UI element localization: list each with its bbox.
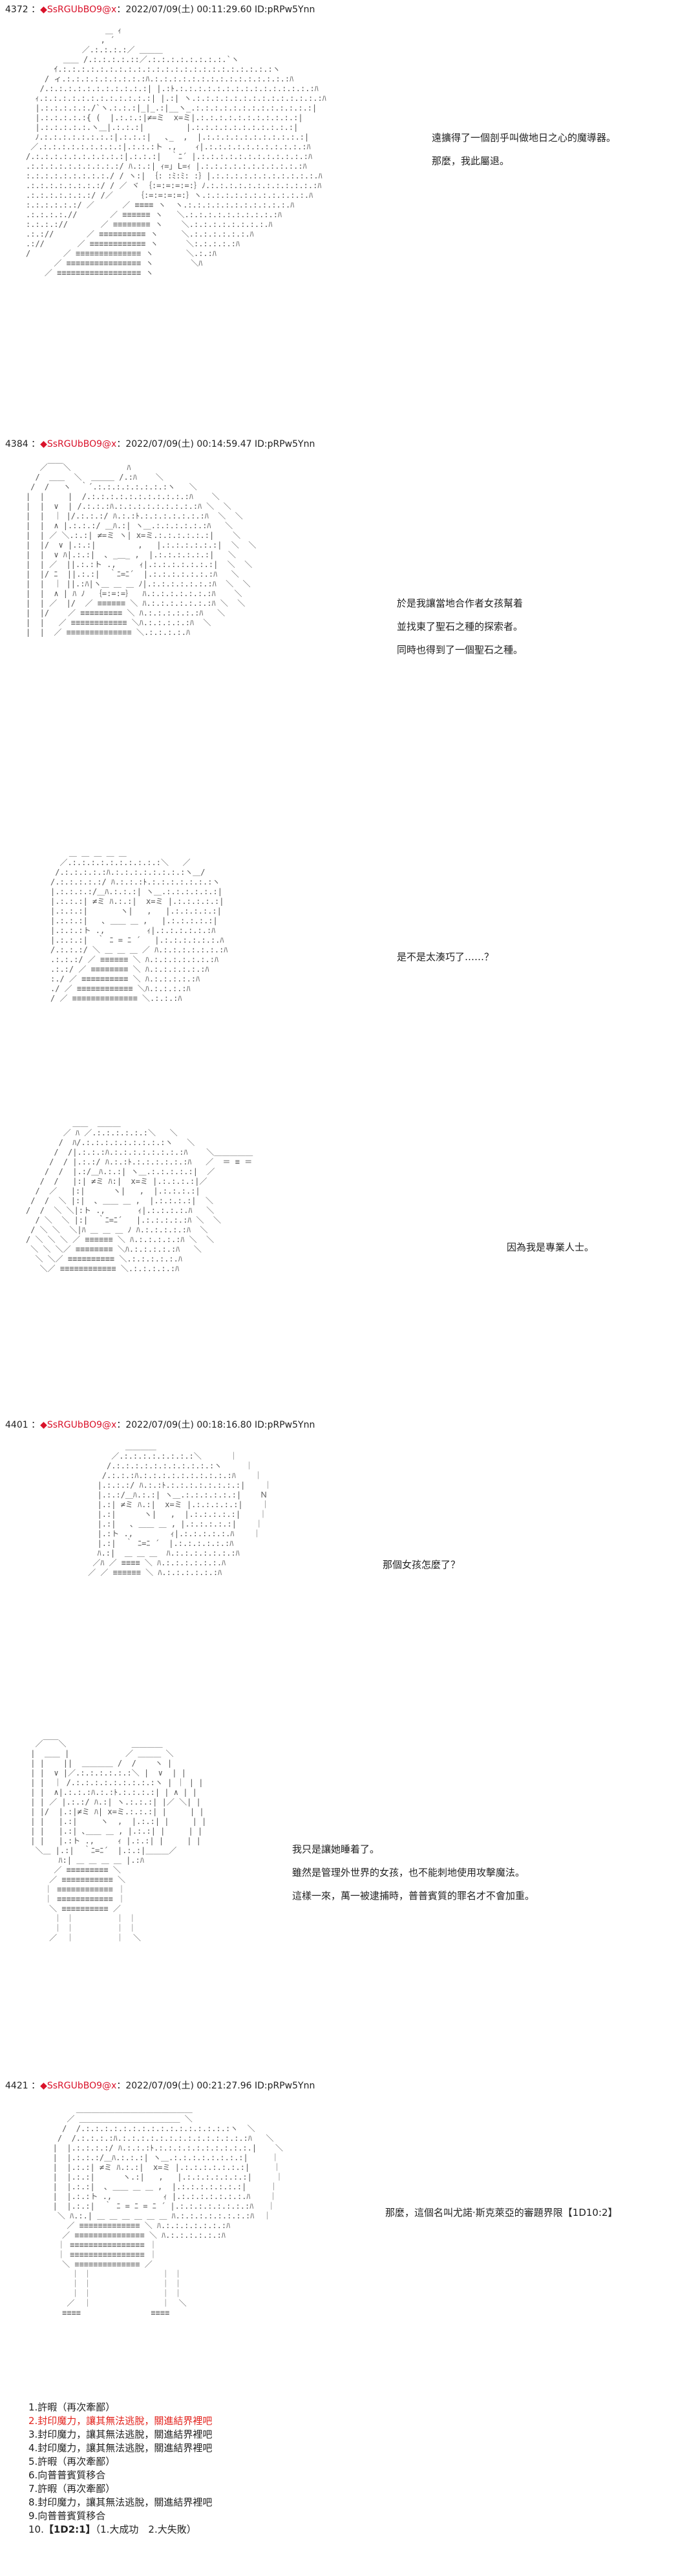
choice-item-selected: 2.封印魔力，讓其無法逃脫，關進結界裡吧 bbox=[28, 2415, 213, 2427]
dice-result-tag: 【1D2:1】 bbox=[43, 2524, 96, 2535]
dialogue-line: 是不是太湊巧了……？ bbox=[397, 951, 494, 963]
dialogue-block: 於是我讓當地合作者女孩幫着 並找東了聖石之種的探索者。 同時也得到了一個聖石之種… bbox=[397, 592, 523, 661]
ascii-art: ＿＿＿＿ ／.:.:.:.:.:.:.:.:＼ ｜ /.:.:.:.:.:.:.… bbox=[88, 1442, 272, 1577]
post-number: 4372 bbox=[5, 5, 28, 15]
choice-prefix: 10. bbox=[28, 2524, 44, 2535]
ascii-art: ＿＿＿＿＿＿＿＿＿＿＿＿＿＿＿ ／ ＿＿＿＿＿＿＿＿＿＿＿＿＿ ＼ / /.:.… bbox=[52, 2105, 284, 2317]
ascii-art: ＿ ＿ ＿ ＿ ＿ ／.:.:.:.:.:.:.:.:.:.:＼ ／ /.:.:… bbox=[50, 848, 228, 1003]
post-header: 4401 ：◆SsRGUbBO9@x：2022/07/09(土) 00:18:1… bbox=[5, 1420, 315, 1430]
dialogue-block: 那麼，這個名叫尤諾·斯克萊亞的審題界限【1D10:2】 bbox=[385, 2201, 618, 2224]
post-meta: 2022/07/09(土) 00:14:59.47 ID:pRPw5Ynn bbox=[125, 439, 315, 449]
post-meta: 2022/07/09(土) 00:21:27.96 ID:pRPw5Ynn bbox=[125, 2081, 315, 2091]
dialogue-block: 我只是讓她睡着了。 雖然是管理外世界的女孩，也不能刺地使用攻擊魔法。 這樣一來，… bbox=[292, 1838, 534, 1907]
dialogue-block: 因為我是專業人士。 bbox=[507, 1236, 594, 1259]
choice-list: 1.許暇（再次牽鄙） 2.封印魔力，讓其無法逃脫，關進結界裡吧 3.封印魔力，讓… bbox=[28, 2401, 212, 2537]
dialogue-line: 我只是讓她睡着了。 bbox=[292, 1843, 380, 1855]
post-meta: 2022/07/09(土) 00:11:29.60 ID:pRPw5Ynn bbox=[125, 5, 315, 15]
choice-item: 4.封印魔力，讓其無法逃脫，關進結界裡吧 bbox=[28, 2442, 213, 2454]
post-meta: 2022/07/09(土) 00:18:16.80 ID:pRPw5Ynn bbox=[125, 1420, 315, 1430]
dialogue-line: 雖然是管理外世界的女孩，也不能刺地使用攻擊魔法。 bbox=[292, 1867, 525, 1878]
dialogue-line: 並找東了聖石之種的探索者。 bbox=[397, 621, 524, 632]
ascii-art: ／￣￣＼ ﾊ / ＿＿ ＼ ＿＿＿ /.:ﾊ ＼ / / ヽ ｀´.:.:.:.… bbox=[26, 463, 257, 637]
choice-item: 5.許暇（再次牽鄙） bbox=[28, 2456, 116, 2467]
choice-item-last: 10.【1D2:1】（1.大成功 2.大失敗） bbox=[28, 2523, 212, 2537]
dialogue-line: 於是我讓當地合作者女孩幫着 bbox=[397, 597, 524, 609]
dialogue-block: 是不是太湊巧了……？ bbox=[397, 945, 494, 969]
ascii-art: ／￣￣＼ ＿＿＿＿ | ＿＿ | ／ ＿＿＿ ＼ | | || ＿＿＿＿ / /… bbox=[30, 1739, 207, 1942]
dialogue-line: 那個女孩怎麼了？ bbox=[383, 1559, 461, 1571]
post-number: 4401 bbox=[5, 1420, 28, 1430]
choice-item: 8.封印魔力，讓其無法逃脫，關進結界裡吧 bbox=[28, 2496, 213, 2508]
poster-name[interactable]: ◆SsRGUbBO9@x bbox=[40, 2081, 117, 2091]
dialogue-line: 同時也得到了一個聖石之種。 bbox=[397, 644, 524, 656]
post-number: 4384 bbox=[5, 439, 28, 449]
choice-item: 6.向普普賓質移合 bbox=[28, 2469, 106, 2481]
ascii-art: ＿＿ ＿＿＿ ／ ﾊ ／.:.:.:.:.:.:＼ ＼ / ﾊ/.:.:.:.:… bbox=[26, 1119, 253, 1273]
post-number: 4421 bbox=[5, 2081, 28, 2091]
dialogue-block: 遠擴得了一個剖乎叫做地日之心的魔導器。 那麼，我此屬退。 bbox=[432, 126, 616, 173]
dialogue-line: 這樣一來，萬一被逮捕時，普普賓質的罪名才不會加重。 bbox=[292, 1890, 535, 1902]
poster-name[interactable]: ◆SsRGUbBO9@x bbox=[40, 439, 117, 449]
dialogue-line: 那麼，我此屬退。 bbox=[432, 155, 510, 167]
choice-suffix: （1.大成功 2.大失敗） bbox=[95, 2524, 196, 2535]
choice-item: 3.封印魔力，讓其無法逃脫，關進結界裡吧 bbox=[28, 2429, 213, 2440]
choice-item: 1.許暇（再次牽鄙） bbox=[28, 2401, 116, 2413]
post-header: 4421 ：◆SsRGUbBO9@x：2022/07/09(土) 00:21:2… bbox=[5, 2081, 315, 2091]
post-header: 4384 ：◆SsRGUbBO9@x：2022/07/09(土) 00:14:5… bbox=[5, 439, 315, 449]
poster-name[interactable]: ◆SsRGUbBO9@x bbox=[40, 5, 117, 15]
dialogue-line: 因為我是專業人士。 bbox=[507, 1241, 595, 1253]
dialogue-line: 那麼，這個名叫尤諾·斯克萊亞的審題界限【1D10:2】 bbox=[385, 2207, 618, 2218]
choice-item: 7.許暇（再次牽鄙） bbox=[28, 2483, 116, 2495]
dialogue-line: 遠擴得了一個剖乎叫做地日之心的魔導器。 bbox=[432, 132, 617, 144]
poster-name[interactable]: ◆SsRGUbBO9@x bbox=[40, 1420, 117, 1430]
choice-item: 9.向普普賓質移合 bbox=[28, 2510, 106, 2522]
ascii-art: ＿ ｨ , ´ ／.:.:.:.:／ ＿＿＿ ＿＿ /.:.:.:.:.::／.… bbox=[26, 26, 326, 277]
dialogue-block: 那個女孩怎麼了？ bbox=[383, 1553, 460, 1576]
post-header: 4372 ：◆SsRGUbBO9@x：2022/07/09(土) 00:11:2… bbox=[5, 5, 315, 15]
